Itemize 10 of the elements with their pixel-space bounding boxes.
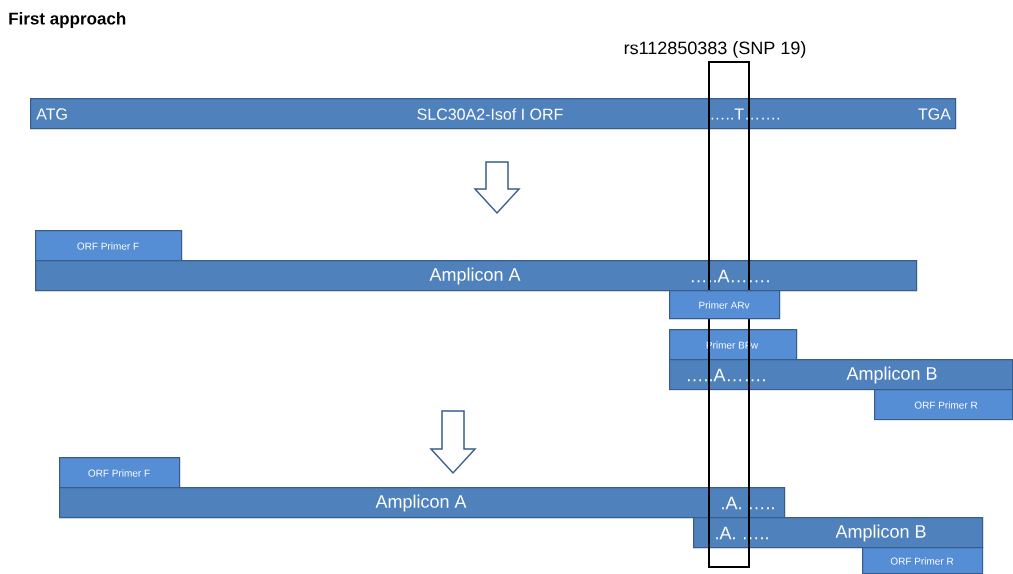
block-arrow: [429, 410, 477, 475]
primer-box: ORF Primer R: [862, 547, 984, 574]
primer-box: ORF Primer R: [874, 389, 1013, 421]
primer-box: Primer ARv: [669, 290, 781, 320]
block-arrow: [473, 161, 521, 215]
primer-box: ORF Primer F: [59, 457, 181, 489]
sequence-bar: .A. ….. Amplicon B: [693, 517, 984, 549]
primer-box: ORF Primer F: [35, 230, 183, 262]
snp-label: rs112850383 (SNP 19): [624, 41, 806, 58]
title: First approach: [9, 12, 126, 28]
